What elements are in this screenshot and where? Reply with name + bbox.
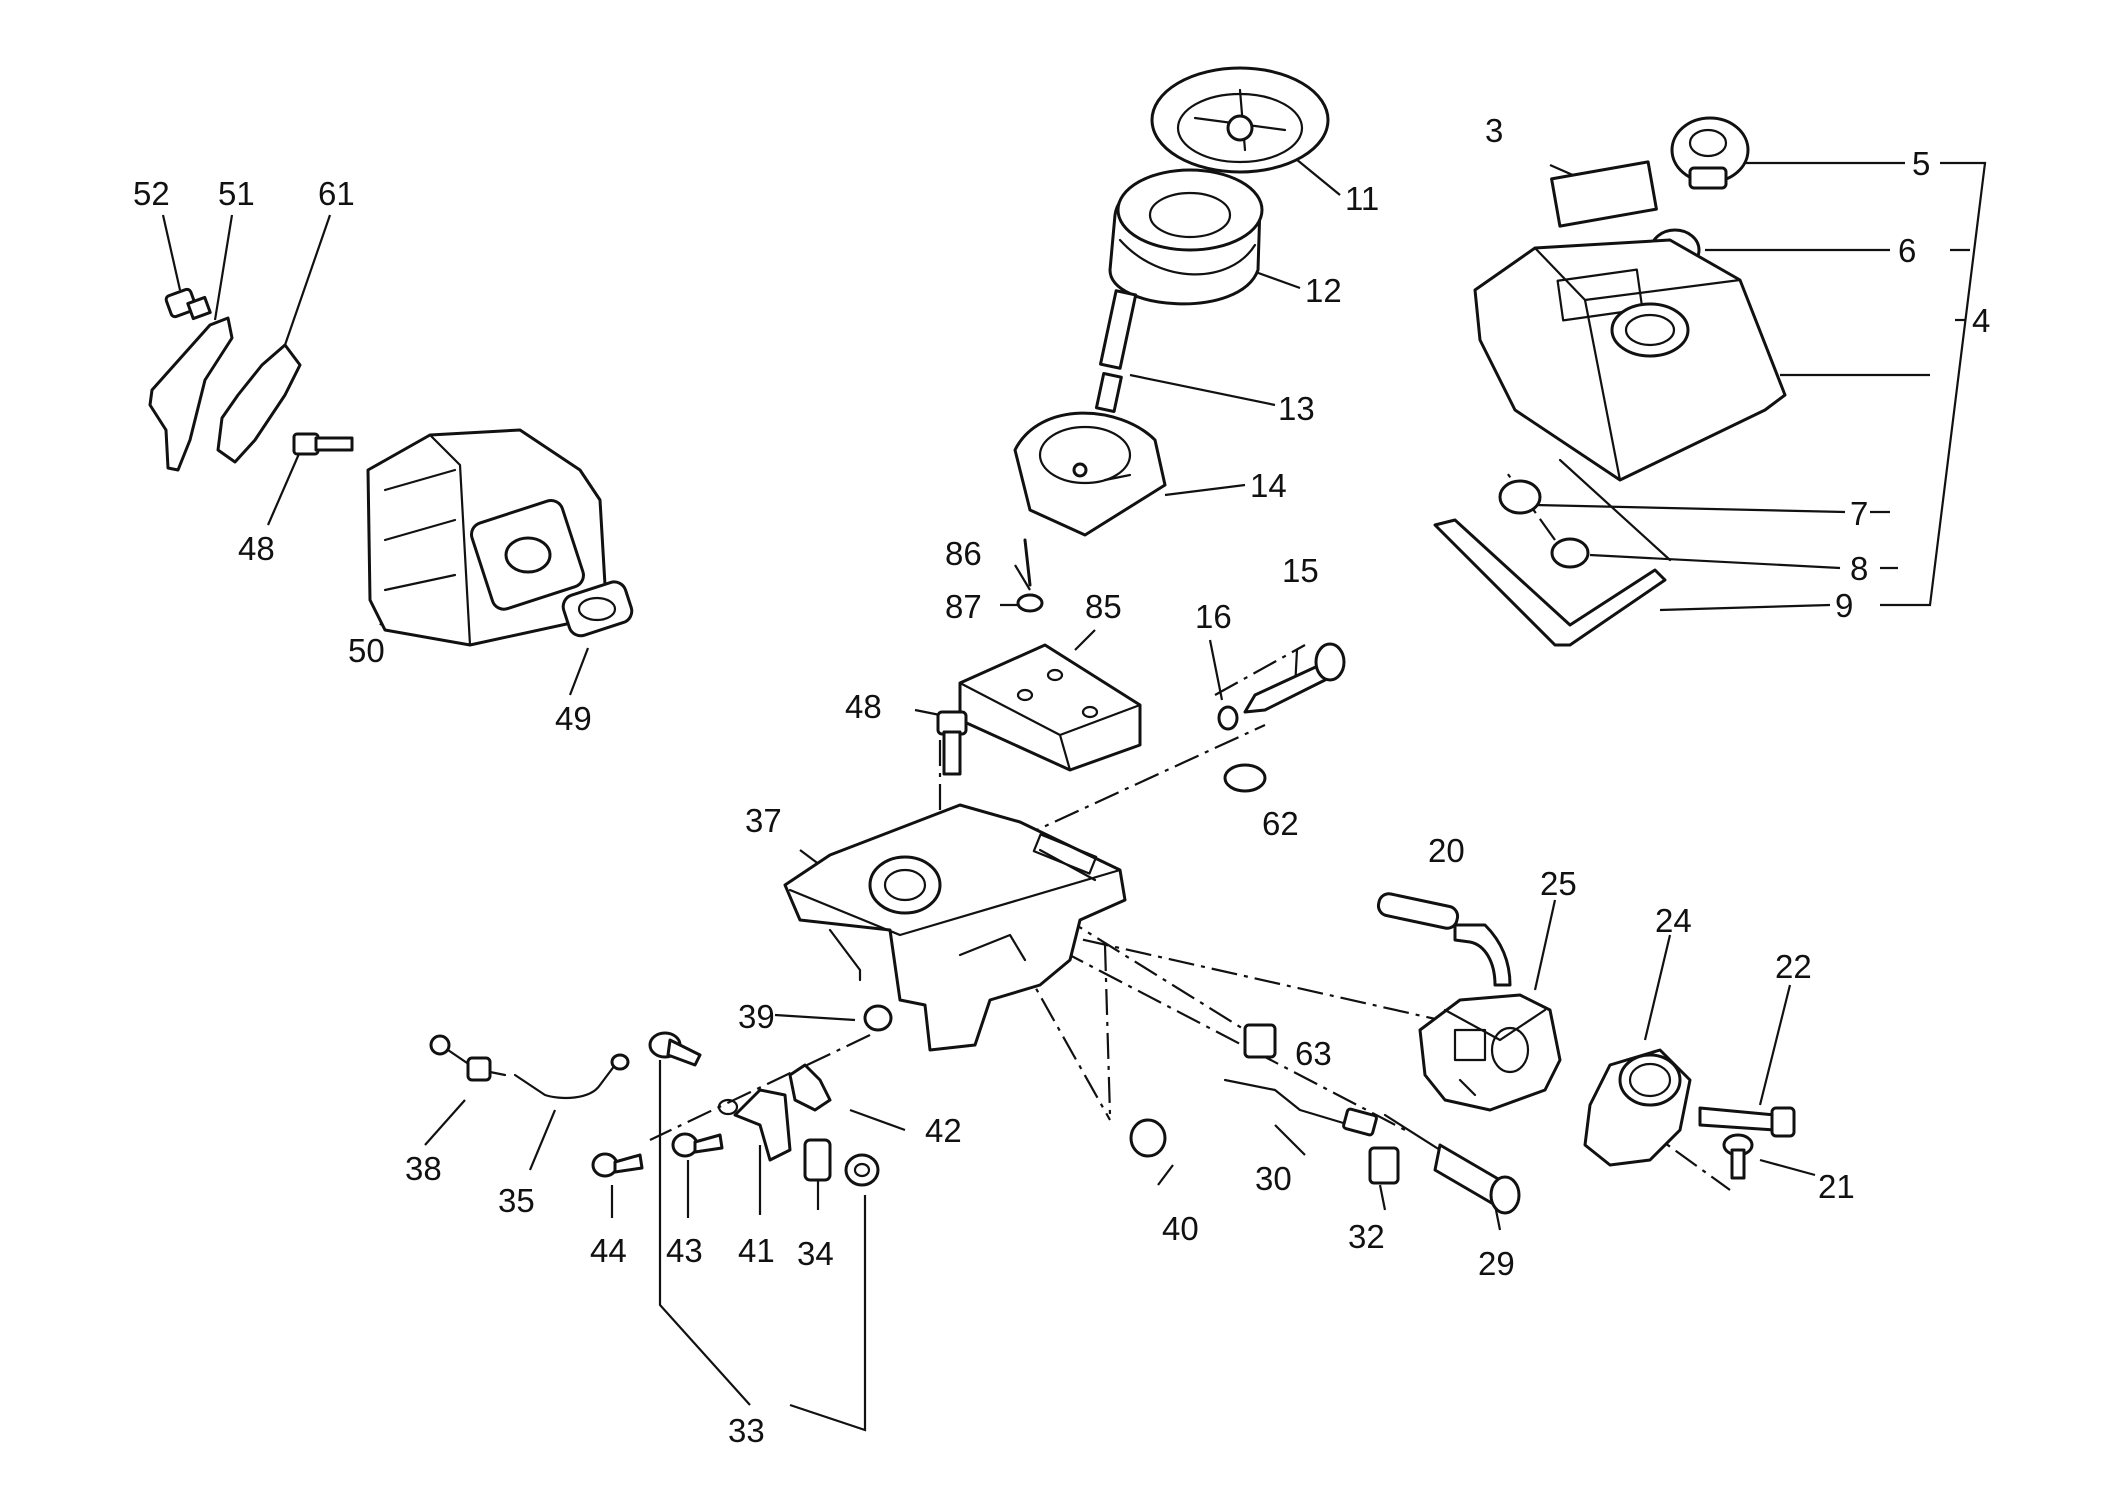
filter-cover-11 [1150, 66, 1330, 174]
screw-44 [591, 1152, 644, 1178]
label-5: 5 [1912, 145, 1930, 182]
washer-87 [1016, 593, 1044, 613]
label-40: 40 [1162, 1210, 1199, 1247]
label-3: 3 [1485, 112, 1503, 149]
o-ring-16 [1217, 705, 1239, 731]
gasket-49 [561, 580, 634, 638]
leader-lines [161, 149, 1987, 1432]
wire-35-end [610, 1053, 630, 1071]
label-61: 61 [318, 175, 355, 212]
label-43: 43 [666, 1232, 703, 1269]
label-51: 51 [218, 175, 255, 212]
ring-8 [1550, 537, 1590, 569]
label-13: 13 [1278, 390, 1315, 427]
plug-62 [1223, 763, 1267, 793]
muffler-50 [366, 428, 607, 647]
gasket-9 [1433, 518, 1667, 647]
label-9: 9 [1835, 587, 1853, 624]
label-20: 20 [1428, 832, 1465, 869]
fuel-line-20 [1376, 892, 1512, 987]
pin-86 [1023, 538, 1032, 587]
bolt-22 [1698, 1106, 1796, 1138]
bolt-52 [164, 287, 212, 321]
label-7: 7 [1850, 495, 1868, 532]
stud-13 [1094, 289, 1138, 413]
screw-21 [1722, 1133, 1754, 1180]
label-87: 87 [945, 588, 982, 625]
label-37: 37 [745, 802, 782, 839]
label-50: 50 [348, 632, 385, 669]
tab-34 [803, 1138, 832, 1182]
filter-base-14 [1013, 411, 1167, 537]
label-11: 11 [1345, 180, 1379, 217]
bolt-48-center [936, 710, 968, 776]
terminal-38 [429, 1034, 507, 1082]
carburetor-25 [1418, 993, 1562, 1112]
label-41: 41 [738, 1232, 775, 1269]
air-filter-12 [1108, 168, 1264, 306]
label-24: 24 [1655, 902, 1692, 939]
bracket-51 [148, 316, 234, 472]
label-16: 16 [1195, 598, 1232, 635]
label-33: 33 [728, 1412, 765, 1449]
label-44: 44 [590, 1232, 627, 1269]
label-49: 49 [555, 700, 592, 737]
label-62: 62 [1262, 805, 1299, 842]
label-22: 22 [1775, 948, 1812, 985]
bolt-15 [1243, 642, 1346, 714]
clamp-41 [733, 1088, 792, 1162]
chassis-37 [783, 803, 1127, 1052]
choke-rod-30 [1223, 1078, 1378, 1137]
label-21: 21 [1818, 1168, 1855, 1205]
bushing-63 [1243, 1023, 1277, 1059]
label-34: 34 [797, 1235, 834, 1272]
switch-33 [648, 1031, 702, 1067]
label-30: 30 [1255, 1160, 1292, 1197]
label-86: 86 [945, 535, 982, 572]
intake-24 [1583, 1048, 1692, 1167]
block-85 [958, 643, 1142, 772]
label-29: 29 [1478, 1245, 1515, 1282]
nut-33 [844, 1153, 880, 1187]
label-52: 52 [133, 175, 170, 212]
label-42: 42 [925, 1112, 962, 1149]
label-39: 39 [738, 998, 775, 1035]
bracket-42 [788, 1063, 832, 1112]
label-38: 38 [405, 1150, 442, 1187]
label-8: 8 [1850, 550, 1868, 587]
label-15: 15 [1282, 552, 1319, 589]
wire-35 [513, 1063, 617, 1100]
label-14: 14 [1250, 467, 1287, 504]
knob-29 [1383, 1113, 1521, 1215]
label-35: 35 [498, 1182, 535, 1219]
pad-32 [1368, 1146, 1400, 1185]
label-32: 32 [1348, 1218, 1385, 1255]
label-85: 85 [1085, 588, 1122, 625]
plate-61 [216, 343, 302, 464]
screw-43 [671, 1132, 724, 1158]
fuel-tank-4 [1473, 238, 1787, 482]
grommet-7 [1498, 479, 1542, 515]
plug-39 [863, 1004, 893, 1032]
label-25: 25 [1540, 865, 1577, 902]
bolt-48-left [292, 432, 354, 456]
grommet-40 [1129, 1118, 1167, 1158]
label-48-center: 48 [845, 688, 882, 725]
part-labels: 3 5 6 4 7 8 9 11 12 13 14 52 51 61 48 50… [133, 112, 1990, 1449]
label-48-left: 48 [238, 530, 275, 567]
label-4: 4 [1972, 302, 1990, 339]
label-12: 12 [1305, 272, 1342, 309]
cap-5 [1670, 116, 1750, 190]
decal-3 [1550, 160, 1658, 228]
label-6: 6 [1898, 232, 1916, 269]
label-63: 63 [1295, 1035, 1332, 1072]
